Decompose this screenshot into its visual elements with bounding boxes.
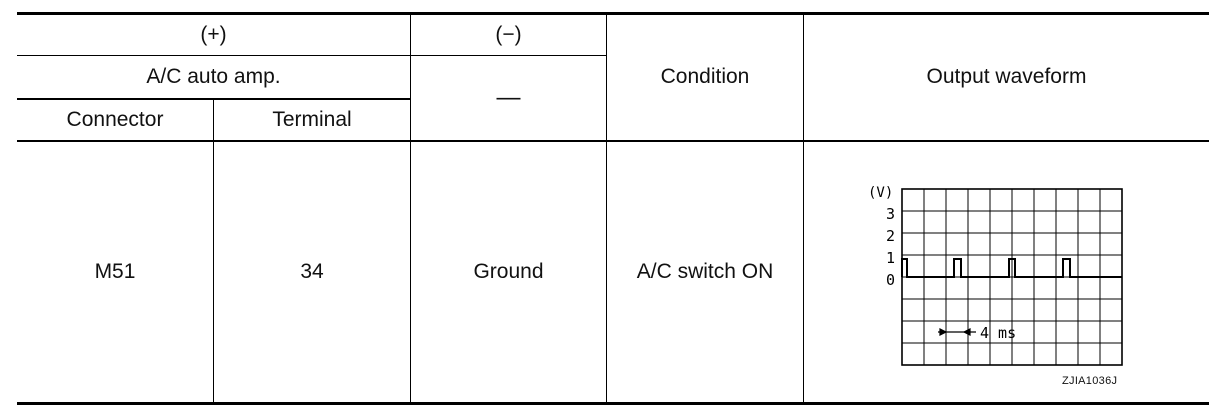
waveform-signal — [901, 258, 1122, 278]
arrow-right-icon — [939, 328, 948, 336]
y-tick-1: 1 — [886, 249, 895, 267]
header-minus: (−) — [495, 22, 522, 46]
figure-code: ZJIA1036J — [1062, 375, 1118, 387]
header-minus-value: — — [496, 84, 521, 111]
header-waveform: Output waveform — [926, 65, 1087, 88]
rule-under-plus — [17, 55, 607, 56]
row-ground: Ground — [473, 260, 544, 283]
header-plus: (+) — [200, 22, 227, 46]
y-tick-0: 0 — [886, 271, 895, 289]
header-bottom-rule — [17, 140, 1209, 142]
col-divider-3 — [606, 13, 607, 403]
table-bottom-border — [17, 402, 1209, 405]
table-top-border — [17, 12, 1209, 15]
arrow-left-icon — [962, 328, 971, 336]
header-condition: Condition — [660, 65, 750, 88]
output-waveform-figure: (V) 3 2 1 0 4 ms — [868, 185, 1123, 366]
row-connector: M51 — [94, 260, 136, 283]
col-divider-1 — [213, 99, 214, 403]
col-divider-2 — [410, 13, 411, 403]
header-amp: A/C auto amp. — [146, 65, 281, 88]
row-condition: A/C switch ON — [636, 260, 774, 283]
y-tick-2: 2 — [886, 227, 895, 245]
period-marker — [938, 328, 976, 336]
row-terminal: 34 — [300, 260, 324, 283]
header-connector: Connector — [66, 108, 164, 131]
period-label: 4 ms — [980, 324, 1016, 342]
y-tick-3: 3 — [886, 205, 895, 223]
waveform-unit-label: (V) — [868, 185, 893, 201]
col-divider-4 — [803, 13, 804, 403]
header-terminal: Terminal — [272, 108, 352, 131]
